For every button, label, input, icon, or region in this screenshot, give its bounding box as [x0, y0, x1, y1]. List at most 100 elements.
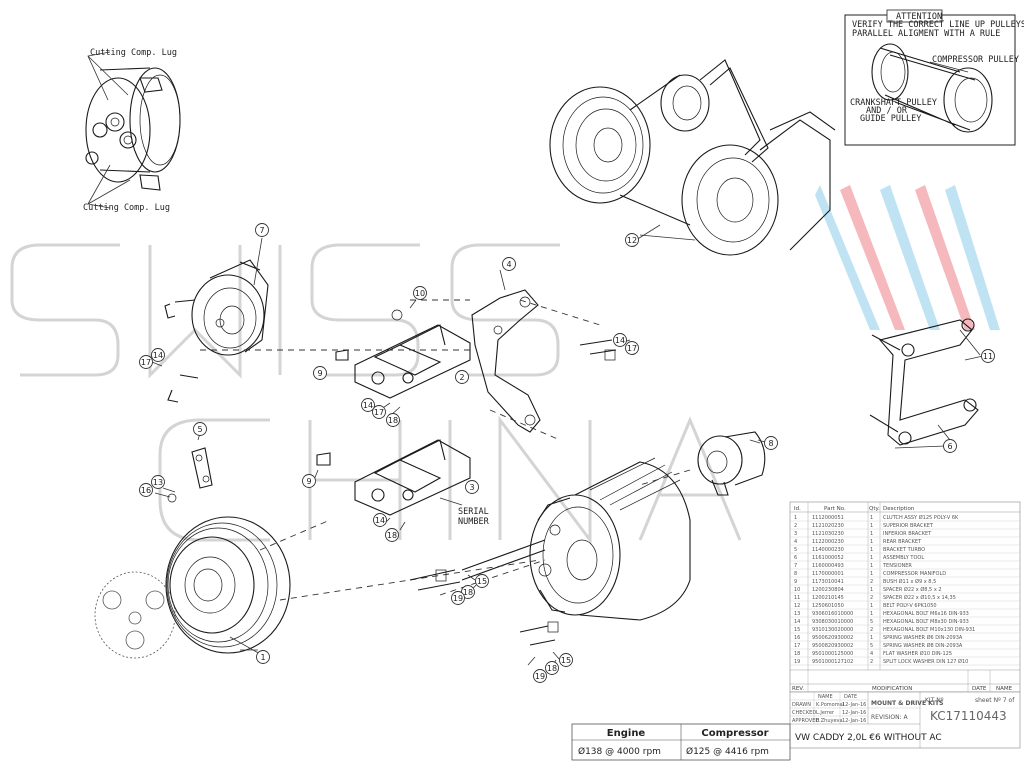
part-rear-bracket: [471, 289, 601, 441]
compressor-label: Compressor: [701, 728, 768, 739]
callout-label: 15: [477, 577, 487, 586]
table-cell-part-no: 9310130020000: [812, 627, 853, 633]
table-cell-qty: 2: [870, 659, 873, 665]
callout-circle: [475, 574, 489, 588]
table-cell-description: SPACER Ø22 x Ø10,5 x 14,35: [883, 594, 956, 601]
table-cell-description: INFERIOR BRACKET: [883, 531, 932, 537]
callout-label: 14: [615, 336, 625, 345]
callout-circle: [465, 480, 479, 494]
table-cell-qty: 1: [870, 555, 873, 561]
callout-14: 14: [361, 398, 375, 412]
table-cell-description: SUPERIOR BRACKET: [883, 523, 934, 529]
table-name-label: NAME: [996, 686, 1013, 692]
table-cell-qty: 2: [870, 595, 873, 601]
tb-date-header: DATE: [844, 694, 857, 700]
tb-drawn-date: 12-Jan-16: [842, 702, 866, 708]
callout-19: 19: [451, 591, 465, 605]
callout-circle: [372, 405, 386, 419]
crank-pulley-label-1: CRANKSHAFT PULLEY: [850, 98, 937, 108]
callout-circle: [193, 422, 207, 436]
callout-9: 9: [313, 366, 327, 380]
table-header-id: Id.: [794, 506, 801, 512]
callout-circle: [302, 474, 316, 488]
table-cell-id: 4: [794, 539, 797, 545]
callout-circle: [502, 257, 516, 271]
watermark-china: [158, 415, 742, 545]
table-cell-qty: 1: [870, 603, 873, 609]
tb-approved-name: E.Zhuyeva: [816, 718, 843, 724]
table-cell-description: BRACKET TURBO: [883, 547, 925, 553]
table-cell-qty: 1: [870, 563, 873, 569]
callout-15: 15: [475, 574, 489, 588]
callout-label: 17: [374, 408, 384, 417]
compressor-value: Ø125 @ 4416 rpm: [686, 746, 769, 757]
part-compressor: [439, 457, 691, 621]
callout-18: 18: [461, 585, 475, 599]
tb-kit-number: KC17110443: [930, 709, 1007, 723]
table-cell-id: 3: [794, 531, 797, 537]
table-cell-qty: 1: [870, 523, 873, 529]
part-hub-plate: [94, 571, 176, 659]
cutting-lug-label-bottom: Cutting Comp. Lug: [83, 203, 170, 213]
table-cell-id: 19: [794, 659, 800, 665]
attention-line1: VERIFY THE CORRECT LINE UP PULLEYS AND T…: [852, 20, 1024, 30]
table-cell-description: COMPRESSOR MANIFOLD: [883, 571, 946, 577]
table-cell-part-no: 1200230804: [812, 587, 844, 593]
tb-revision: REVISION: A: [871, 714, 909, 721]
table-cell-id: 5: [794, 547, 797, 553]
table-cell-description: SPRING WASHER Ø6 DIN-2093A: [883, 634, 963, 641]
callout-17: 17: [372, 405, 386, 419]
callout-18: 18: [386, 413, 400, 427]
table-cell-description: BUSH Ø11 x Ø9 x 8,5: [883, 578, 936, 585]
callout-label: 15: [561, 656, 571, 665]
tb-checked-date: 12-Jan-16: [842, 710, 866, 716]
attention-box: ATTENTION VERIFY THE CORRECT LINE UP PUL…: [844, 9, 1024, 146]
attention-line2: PARALLEL ALIGMENT WITH A RULE: [852, 29, 1000, 39]
table-cell-qty: 1: [870, 531, 873, 537]
table-cell-description: REAR BRACKET: [883, 539, 922, 545]
table-cell-part-no: 1112000051: [812, 515, 844, 521]
table-cell-id: 17: [794, 643, 800, 649]
table-header-part-no: Part No.: [824, 506, 846, 512]
part-clutch-pulley: [165, 516, 541, 654]
callout-7: 7: [255, 223, 269, 237]
callout-6: 6: [943, 439, 957, 453]
callout-3: 3: [465, 480, 479, 494]
watermark-flag: [815, 185, 1000, 330]
callout-label: 12: [627, 236, 637, 245]
callout-circle: [373, 513, 387, 527]
callout-label: 7: [259, 226, 264, 235]
part-superior-bracket: [200, 299, 471, 399]
callout-circle: [455, 370, 469, 384]
table-cell-qty: 2: [870, 627, 873, 633]
callout-circle: [255, 223, 269, 237]
callout-label: 8: [768, 439, 773, 448]
table-cell-id: 9: [794, 579, 797, 585]
table-cell-description: HEXAGONAL BOLT M6x16 DIN-933: [883, 611, 969, 617]
table-cell-description: SPRING WASHER Ø8 DIN-2093A: [883, 642, 963, 649]
tb-checked-name: L.Jerrer: [816, 710, 835, 716]
callout-circle: [361, 398, 375, 412]
callout-8: 8: [764, 436, 778, 450]
callout-circle: [151, 475, 165, 489]
title-block: NAME DATE DRAWN K.Pomomal 12-Jan-16 CHEC…: [789, 691, 1021, 749]
callout-label: 4: [506, 260, 511, 269]
table-cell-id: 15: [794, 627, 800, 633]
callout-13: 13: [151, 475, 165, 489]
callout-circle: [981, 349, 995, 363]
table-cell-part-no: 9306016010000: [812, 611, 853, 617]
callout-14: 14: [151, 348, 165, 362]
callout-5: 5: [193, 422, 207, 436]
table-cell-qty: 1: [870, 587, 873, 593]
table-cell-id: 7: [794, 563, 797, 569]
crank-pulley-label-2: AND / OR: [866, 106, 908, 116]
tb-checked-label: CHECKED: [792, 710, 816, 716]
callout-circle: [545, 661, 559, 675]
serial-number-label-2: NUMBER: [458, 517, 490, 527]
callout-14: 14: [373, 513, 387, 527]
callout-label: 11: [983, 352, 993, 361]
table-cell-id: 1: [794, 515, 797, 521]
callout-label: 14: [363, 401, 373, 410]
callout-label: 18: [463, 588, 473, 597]
callout-label: 17: [141, 358, 151, 367]
